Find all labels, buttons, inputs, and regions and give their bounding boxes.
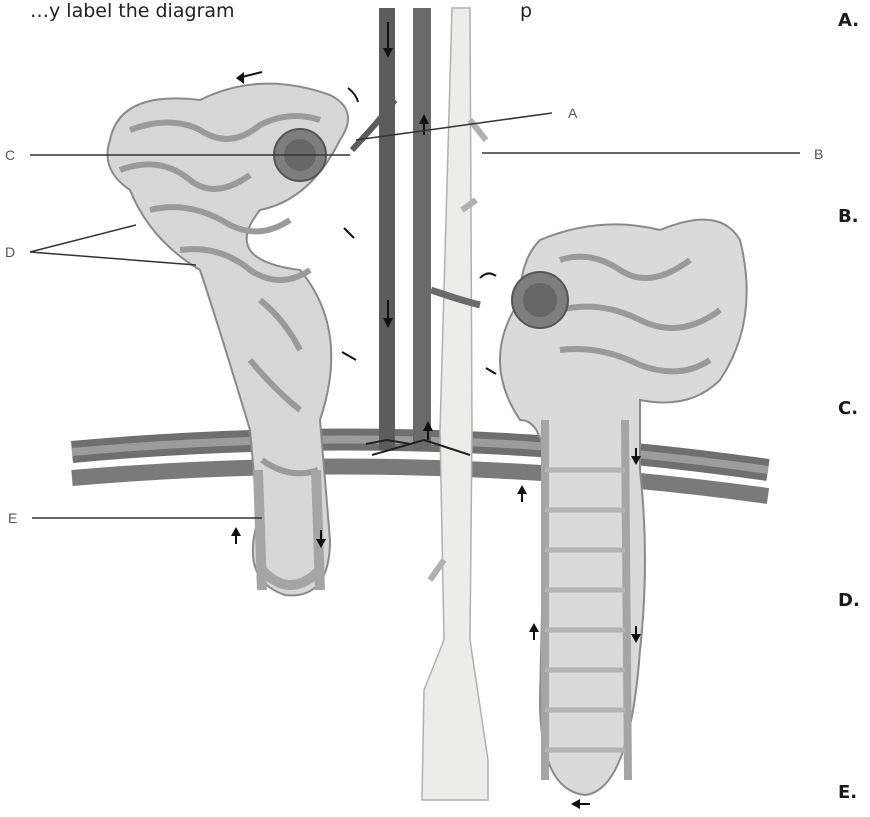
cortical-nephron [108,72,359,595]
answer-letter-d: D. [838,590,860,611]
label-d: D [5,244,15,260]
answer-letter-a: A. [838,10,859,31]
answer-letter-c: C. [838,398,858,419]
answer-letter-e: E. [838,782,857,803]
label-a: A [568,105,578,121]
label-e: E [8,510,17,526]
label-b: B [814,146,823,162]
juxtamedullary-nephron [480,220,747,809]
answer-letter-b: B. [838,206,859,227]
label-c: C [5,147,15,163]
